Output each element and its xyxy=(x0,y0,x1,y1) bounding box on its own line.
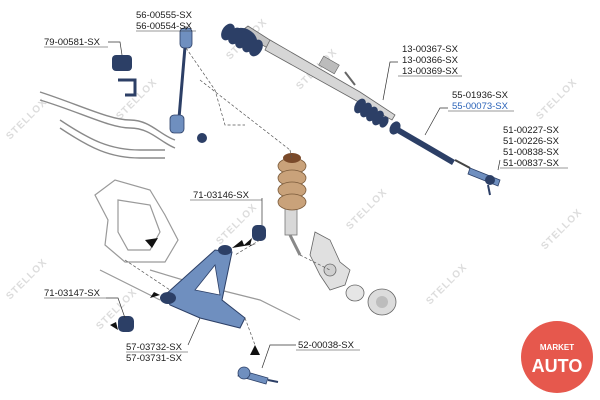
label-56-00554: 56-00554-SX xyxy=(136,21,193,32)
small-bushing xyxy=(197,133,207,143)
ball-joint xyxy=(237,366,279,385)
part-labels: 79-00581-SX 56-00555-SX 56-00554-SX 13-0… xyxy=(44,10,568,364)
label-57-03732: 57-03732-SX xyxy=(126,342,183,353)
label-51-00227: 51-00227-SX xyxy=(503,125,560,136)
brand-line1: MARKET xyxy=(540,343,574,352)
watermark-text: STELLOX xyxy=(539,207,584,252)
stabilizer-bar xyxy=(39,91,176,159)
label-51-00226: 51-00226-SX xyxy=(503,136,560,147)
label-57-03731: 57-03731-SX xyxy=(126,353,183,364)
silent-block-71-03146 xyxy=(252,225,266,241)
label-55-00073: 55-00073-SX xyxy=(452,101,509,112)
control-arm xyxy=(160,245,246,329)
market-auto-logo: MARKET AUTO xyxy=(521,321,593,393)
label-13-00366: 13-00366-SX xyxy=(402,55,459,66)
label-71-03147: 71-03147-SX xyxy=(44,288,101,299)
guide-lines xyxy=(124,47,331,346)
arrows xyxy=(110,238,260,355)
watermark-text: STELLOX xyxy=(424,262,469,307)
silent-block-71-03147 xyxy=(118,316,134,332)
label-13-00369: 13-00369-SX xyxy=(402,66,459,77)
label-13-00367: 13-00367-SX xyxy=(402,44,459,55)
watermark-text: STELLOX xyxy=(4,97,49,142)
rack-boot xyxy=(354,98,389,128)
brand-line2: AUTO xyxy=(532,356,583,376)
subframe xyxy=(94,179,301,321)
label-71-03146: 71-03146-SX xyxy=(193,190,250,201)
label-79-00581: 79-00581-SX xyxy=(44,37,101,48)
watermark-text: STELLOX xyxy=(4,257,49,302)
label-51-00837: 51-00837-SX xyxy=(503,158,560,169)
watermark-text: STELLOX xyxy=(534,77,579,122)
stabilizer-bushing xyxy=(112,55,137,97)
strut-assembly xyxy=(277,153,307,256)
tie-rod-end xyxy=(467,167,501,196)
label-52-00038: 52-00038-SX xyxy=(298,340,355,351)
leader-lines xyxy=(106,26,501,369)
stabilizer-link xyxy=(169,27,193,134)
label-56-00555: 56-00555-SX xyxy=(136,10,193,21)
watermark-text: STELLOX xyxy=(214,202,259,247)
wheel-hub xyxy=(345,284,397,316)
steering-knuckle xyxy=(309,231,351,291)
label-51-00838: 51-00838-SX xyxy=(503,147,560,158)
tie-rod xyxy=(389,121,471,169)
label-55-01936: 55-01936-SX xyxy=(452,90,509,101)
watermark-text: STELLOX xyxy=(114,77,159,122)
watermark-text: STELLOX xyxy=(344,187,389,232)
